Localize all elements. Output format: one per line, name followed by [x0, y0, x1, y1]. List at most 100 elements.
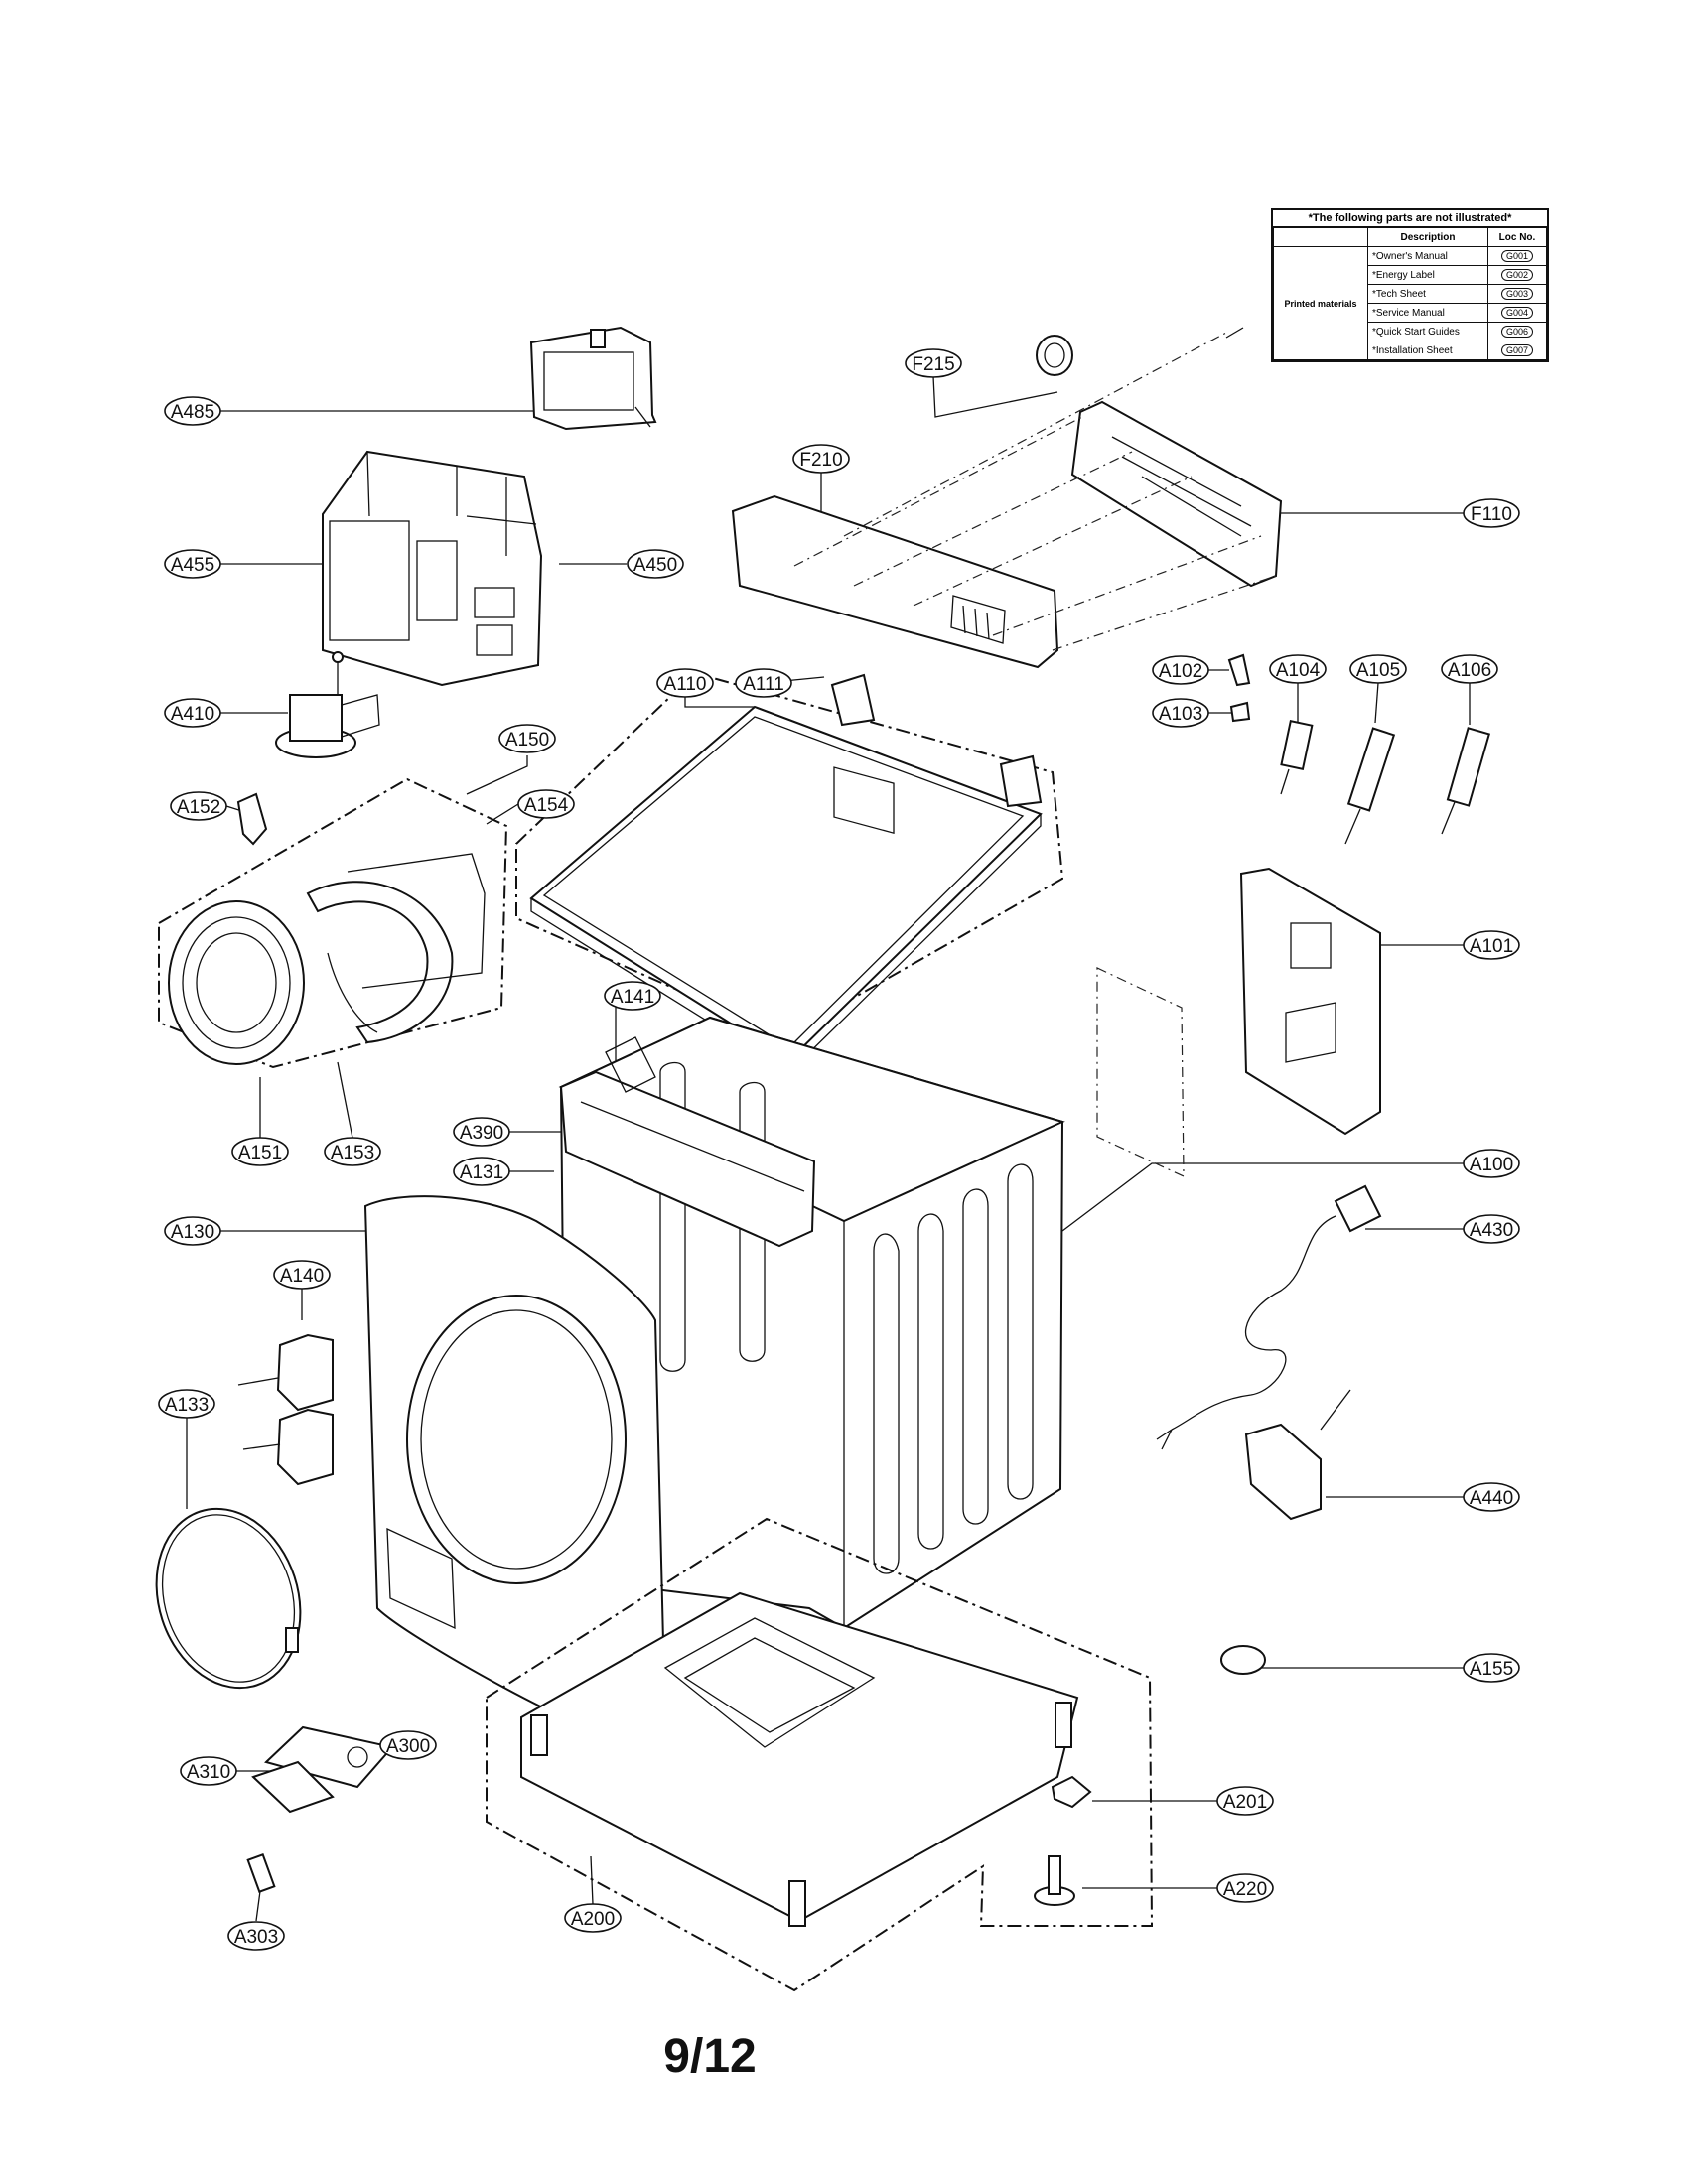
label-a154-text: A154: [524, 795, 569, 816]
part-a200-base: [520, 1591, 1079, 1927]
label-a200: A200: [564, 1903, 622, 1933]
label-a131: A131: [453, 1157, 510, 1186]
label-a201-text: A201: [1223, 1792, 1267, 1813]
label-f110-text: F110: [1471, 504, 1512, 525]
label-a111-text: A111: [743, 674, 784, 695]
part-a410-pump: [275, 651, 380, 758]
legend-row: Printed materials *Owner's Manual G001: [1273, 246, 1547, 360]
label-a220-text: A220: [1223, 1879, 1267, 1900]
label-a130-text: A130: [171, 1222, 214, 1243]
legend-description: *Tech Sheet: [1367, 284, 1488, 304]
part-a485-box: [529, 326, 657, 431]
legend-header-row: Description Loc No.: [1273, 227, 1547, 247]
label-a154: A154: [517, 789, 575, 819]
legend-loc-cell: G006: [1487, 322, 1547, 341]
part-a151-door-ring: [168, 900, 305, 1065]
legend-loc-cell: G001: [1487, 246, 1547, 266]
legend-loc-cell: G007: [1487, 341, 1547, 360]
part-a310-cap: [251, 1760, 335, 1814]
label-a303: A303: [227, 1921, 285, 1951]
label-a105-text: A105: [1356, 660, 1400, 681]
part-a154-gasket: [347, 853, 486, 989]
legend-description: *Energy Label: [1367, 265, 1488, 285]
legend-row: *Tech Sheet G003: [1274, 284, 1547, 304]
legend-loc-cell: G003: [1487, 284, 1547, 304]
label-a130: A130: [164, 1216, 221, 1246]
label-f215: F215: [905, 348, 962, 378]
label-a310-text: A310: [187, 1762, 230, 1783]
label-a104-text: A104: [1276, 660, 1321, 681]
legend-title: *The following parts are not illustrated…: [1273, 210, 1547, 227]
legend-loc-cell: G004: [1487, 303, 1547, 323]
part-a110-top-plate: [529, 705, 1043, 1074]
label-a103-text: A103: [1159, 704, 1202, 725]
part-a111-bracket: [830, 673, 1043, 808]
label-a110: A110: [656, 668, 714, 698]
part-a133-clamp-ring: [155, 1507, 302, 1690]
part-a104-valve: [1280, 720, 1314, 795]
label-a440: A440: [1463, 1482, 1520, 1512]
legend-description: *Installation Sheet: [1367, 341, 1488, 360]
label-a220: A220: [1216, 1873, 1274, 1903]
part-a155-cap: [1220, 1645, 1266, 1675]
legend-loc: G003: [1500, 287, 1534, 300]
label-a153: A153: [324, 1137, 381, 1166]
label-a151-text: A151: [238, 1143, 282, 1163]
label-a152-text: A152: [177, 797, 220, 818]
legend-header-blank: [1273, 227, 1368, 247]
label-a111: A111: [735, 668, 792, 698]
part-a102-clip: [1227, 653, 1251, 687]
label-f210-text: F210: [799, 450, 842, 471]
label-a131-text: A131: [460, 1162, 503, 1183]
label-a140: A140: [273, 1260, 331, 1290]
label-a140-text: A140: [280, 1266, 324, 1287]
panel-explode-lines: [793, 332, 1277, 651]
part-a390-frame: [559, 1070, 816, 1248]
label-a485-text: A485: [171, 402, 214, 423]
label-a153-text: A153: [331, 1143, 374, 1163]
label-a150-text: A150: [505, 730, 549, 751]
part-a220-foot: [1034, 1855, 1075, 1906]
label-a105: A105: [1349, 654, 1407, 684]
label-a430-text: A430: [1470, 1220, 1513, 1241]
label-a200-text: A200: [571, 1909, 615, 1930]
label-a141-text: A141: [611, 987, 654, 1008]
part-a140-hinge: [237, 1333, 334, 1486]
back-panel-explode-box: [1096, 967, 1185, 1177]
label-a390-text: A390: [460, 1123, 503, 1144]
label-a103: A103: [1152, 698, 1209, 728]
label-a106-text: A106: [1448, 660, 1491, 681]
label-a101: A101: [1463, 930, 1520, 960]
part-a201-bracket: [1051, 1775, 1092, 1809]
legend-category: Printed materials: [1273, 246, 1368, 360]
part-a103-clip: [1229, 701, 1251, 723]
part-a141-bracket: [605, 1036, 656, 1093]
label-a410: A410: [164, 698, 221, 728]
label-a101-text: A101: [1470, 936, 1513, 957]
label-f210: F210: [792, 444, 850, 474]
part-a153-clamp: [306, 881, 454, 1044]
label-a155: A155: [1463, 1653, 1520, 1683]
part-f210-control-panel: [731, 494, 1059, 834]
label-a430: A430: [1463, 1214, 1520, 1244]
part-a152-hinge: [236, 792, 268, 846]
legend-loc-cell: G002: [1487, 265, 1547, 285]
part-a105-damper: [1344, 727, 1396, 845]
label-a150: A150: [498, 724, 556, 753]
label-f110: F110: [1463, 498, 1520, 528]
label-a152: A152: [170, 791, 227, 821]
label-a106: A106: [1441, 654, 1498, 684]
label-a133: A133: [158, 1389, 215, 1419]
label-a104: A104: [1269, 654, 1327, 684]
legend-loc: G006: [1500, 325, 1534, 338]
label-a151: A151: [231, 1137, 289, 1166]
label-a485: A485: [164, 396, 221, 426]
label-a390: A390: [453, 1117, 510, 1147]
legend-header-loc: Loc No.: [1487, 227, 1547, 247]
part-labels: A485 A455 A450 A410 A150 A152 A154 A151 …: [158, 348, 1520, 1951]
part-a303-filter: [246, 1853, 276, 1893]
label-f215-text: F215: [912, 354, 954, 375]
label-a440-text: A440: [1470, 1488, 1513, 1509]
part-f215-knob: [1036, 335, 1073, 376]
legend-loc: G002: [1500, 268, 1534, 281]
